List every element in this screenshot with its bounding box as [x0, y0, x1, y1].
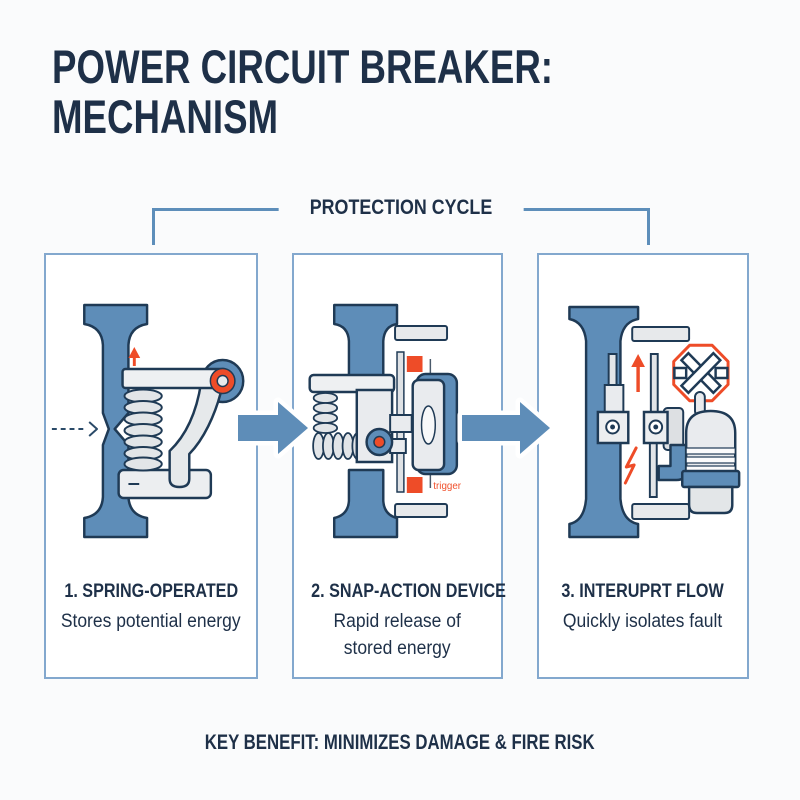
interrupt-flow-illustration: [568, 305, 741, 539]
solenoid-plug-icon: [681, 391, 741, 515]
spring-coil-icon: [123, 388, 163, 472]
bottom-rail-icon: [394, 503, 449, 518]
page-title-line2: MECHANISM: [52, 90, 279, 143]
interrupt-arrow-icon: [631, 354, 645, 392]
left-contact-pin-icon: [596, 353, 630, 445]
protection-cycle-label-text: PROTECTION CYCLE: [309, 196, 493, 219]
panel-step-3: 3. INTERUPRT FLOW Quickly isolates fault: [537, 253, 749, 679]
bottom-rail-icon: [631, 503, 691, 520]
flow-arrow-1-icon: [233, 397, 313, 459]
latch-device-icon: [411, 372, 459, 476]
alert-square-top-icon: [406, 356, 423, 372]
top-rail-icon: [631, 326, 691, 342]
lever-arm-icon: [168, 381, 226, 489]
panel-step-1: 1. SPRING-OPERATED Stores potential ener…: [44, 253, 258, 679]
warning-octagon-icon: [672, 343, 730, 403]
horizontal-spring-icon: [312, 432, 365, 460]
panel-1-heading: 1. SPRING-OPERATED: [64, 581, 238, 602]
i-beam-top-icon: [332, 303, 399, 381]
vertical-spring-icon: [312, 392, 339, 434]
page-title: POWER CIRCUIT BREAKER: MECHANISM: [52, 42, 553, 142]
alert-square-bottom-icon: [406, 477, 423, 493]
panel-3-subtitle: Quickly isolates fault: [563, 611, 723, 632]
panel-2-subtitle: Rapid release of stored energy: [333, 611, 462, 659]
mechanism-bar-icon: [308, 373, 396, 394]
i-beam-bottom-icon: [332, 468, 399, 539]
panel-step-2: trigger 2. SNAP-ACTION DEVICE Rapid rele…: [292, 253, 506, 679]
panel-2-heading: 2. SNAP-ACTION DEVICE: [311, 581, 506, 602]
dashed-force-arrow-icon: [51, 421, 99, 437]
pivot-icon: [365, 427, 394, 457]
i-beam-icon: [83, 303, 149, 539]
panel-3-heading: 3. INTERUPRT FLOW: [561, 581, 725, 602]
base-plate-icon: [117, 468, 213, 500]
release-arrow-icon: [128, 347, 141, 366]
trigger-label: trigger: [433, 481, 461, 492]
lightning-icon: [623, 446, 638, 485]
right-contact-pin-icon: [642, 353, 688, 498]
panel-1-subtitle: Stores potential energy: [61, 611, 241, 632]
pivot-ring-icon: [209, 367, 236, 395]
key-benefit-text: KEY BENEFIT: MINIMIZES DAMAGE & FIRE RIS…: [205, 731, 595, 754]
protection-cycle-bracket: PROTECTION CYCLE: [152, 196, 650, 245]
snap-action-illustration: trigger: [308, 303, 462, 539]
top-rail-icon: [394, 325, 449, 341]
flow-arrow-2-icon: [457, 397, 555, 459]
page-title-line1: POWER CIRCUIT BREAKER:: [52, 40, 554, 93]
spring-mechanism-illustration: [51, 303, 245, 539]
protection-cycle-label: PROTECTION CYCLE: [278, 196, 524, 220]
